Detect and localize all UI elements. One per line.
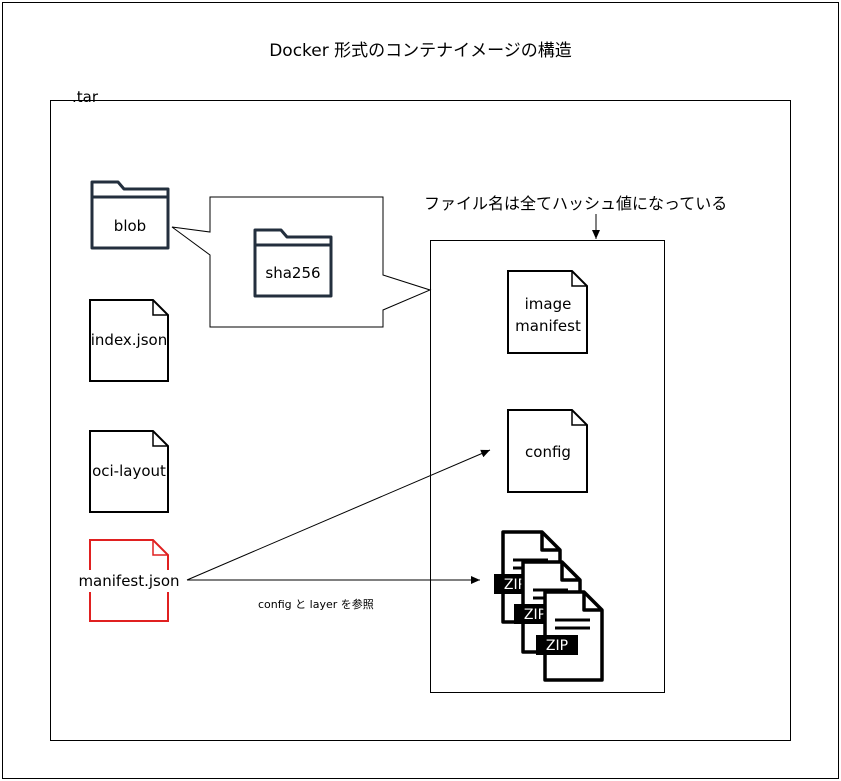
- index-json-file-icon: index.json: [89, 299, 169, 382]
- blob-folder-icon: blob: [90, 180, 170, 250]
- manifest-json-file-icon: manifest.json: [74, 539, 186, 622]
- tar-label: .tar: [72, 88, 99, 106]
- oci-layout-label: oci-layout: [92, 462, 166, 480]
- image-manifest-label-2: manifest: [515, 317, 581, 335]
- image-manifest-label-1: image: [525, 295, 572, 313]
- config-file-icon: config: [507, 409, 588, 493]
- blob-label: blob: [114, 217, 146, 235]
- zip-label-3: ZIP: [546, 638, 568, 654]
- manifest-to-config-arrow: [186, 449, 491, 581]
- oci-layout-file-icon: oci-layout: [89, 430, 169, 513]
- sha256-label: sha256: [265, 264, 320, 282]
- manifest-json-label: manifest.json: [78, 572, 179, 590]
- sha256-folder-icon: sha256: [253, 228, 333, 298]
- config-label: config: [525, 443, 571, 461]
- zip-label-2: ZIP: [524, 607, 546, 623]
- zip-label-1: ZIP: [504, 577, 526, 593]
- tar-archive-box: [50, 100, 791, 741]
- hash-files-box: [430, 240, 665, 693]
- diagram-title: Docker 形式のコンテナイメージの構造: [269, 41, 572, 61]
- reference-label: config と layer を参照: [258, 598, 374, 611]
- image-manifest-file-icon: image manifest: [507, 270, 588, 354]
- index-json-label: index.json: [91, 331, 167, 349]
- hash-note: ファイル名は全てハッシュ値になっている: [424, 194, 728, 213]
- zip-layer-icon-3: ZIP: [536, 590, 604, 682]
